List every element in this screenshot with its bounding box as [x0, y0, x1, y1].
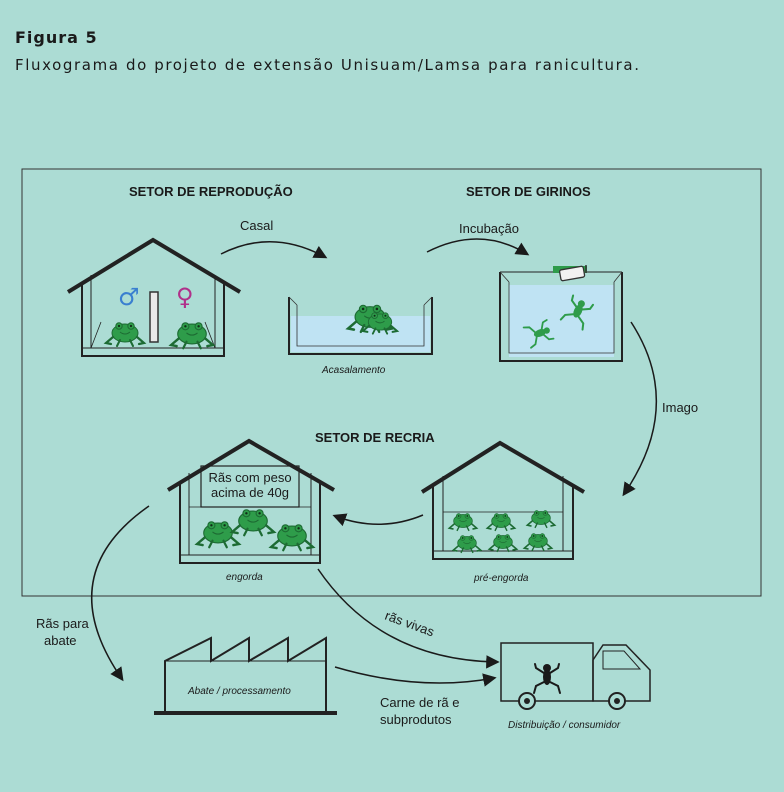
arrow-carne-label-1: Carne de rã e: [380, 695, 460, 710]
reproduction-house: ♂ ♀: [66, 237, 242, 357]
arrow-ras-vivas: [317, 568, 500, 669]
arrow-casal: [220, 240, 328, 259]
arrow-imago: [622, 321, 657, 497]
caption-pre-engorda: pré-engorda: [473, 573, 529, 584]
female-symbol-icon: ♀: [176, 283, 194, 311]
arrow-carne: [334, 666, 497, 687]
arrow-ras-abate: [91, 505, 150, 682]
pre-frog-4-icon: [452, 534, 482, 554]
male-frog-icon: [104, 321, 146, 348]
pre-frog-5-icon: [488, 533, 518, 553]
section-girinos-title: SETOR DE GIRINOS: [466, 184, 591, 199]
arrow-ras-vivas-label: rãs vivas: [383, 608, 437, 640]
pre-frog-6-icon: [523, 532, 553, 552]
arrow-ras-abate-label-2: abate: [44, 633, 77, 648]
section-recria-title: SETOR DE RECRIA: [315, 430, 435, 445]
factory-building: [154, 636, 337, 715]
arrow-incubacao-label: Incubação: [459, 221, 519, 236]
arrow-casal-label: Casal: [240, 218, 273, 233]
male-symbol-icon: ♂: [118, 283, 140, 311]
engorda-sign-line1: Rãs com peso: [208, 470, 291, 485]
big-frog-1-icon: [195, 520, 241, 549]
pre-frog-3-icon: [526, 509, 556, 529]
engorda-house: Rãs com peso acima de 40g: [166, 438, 335, 564]
pre-engorda-house: [420, 440, 586, 560]
big-frog-3-icon: [269, 523, 315, 552]
section-reproducao-title: SETOR DE REPRODUÇÃO: [129, 184, 293, 199]
arrow-incubacao: [426, 238, 530, 256]
caption-distribuicao: Distribuição / consumidor: [508, 720, 621, 731]
delivery-truck: [500, 642, 651, 710]
setor-frame: [21, 168, 762, 597]
pre-frog-1-icon: [448, 512, 478, 532]
arrow-carne-label-2: subprodutos: [380, 712, 452, 727]
girinos-tank: [499, 265, 623, 362]
figure-label: Figura 5: [15, 28, 98, 47]
caption-abate: Abate / processamento: [187, 686, 291, 697]
figure-caption: Fluxograma do projeto de extensão Unisua…: [15, 56, 641, 74]
truck-frog-icon: [533, 663, 561, 694]
caption-acasalamento: Acasalamento: [321, 365, 386, 376]
heat-lamp-icon: [553, 265, 587, 282]
big-frog-2-icon: [230, 508, 276, 537]
arrow-to-engorda: [332, 513, 424, 527]
caption-engorda: engorda: [226, 572, 263, 583]
pre-frog-2-icon: [486, 512, 516, 532]
arrow-imago-label: Imago: [662, 400, 698, 415]
engorda-sign-line2: acima de 40g: [211, 485, 289, 500]
acasalamento-tank: [288, 296, 433, 355]
arrow-ras-abate-label-1: Rãs para: [36, 616, 90, 631]
